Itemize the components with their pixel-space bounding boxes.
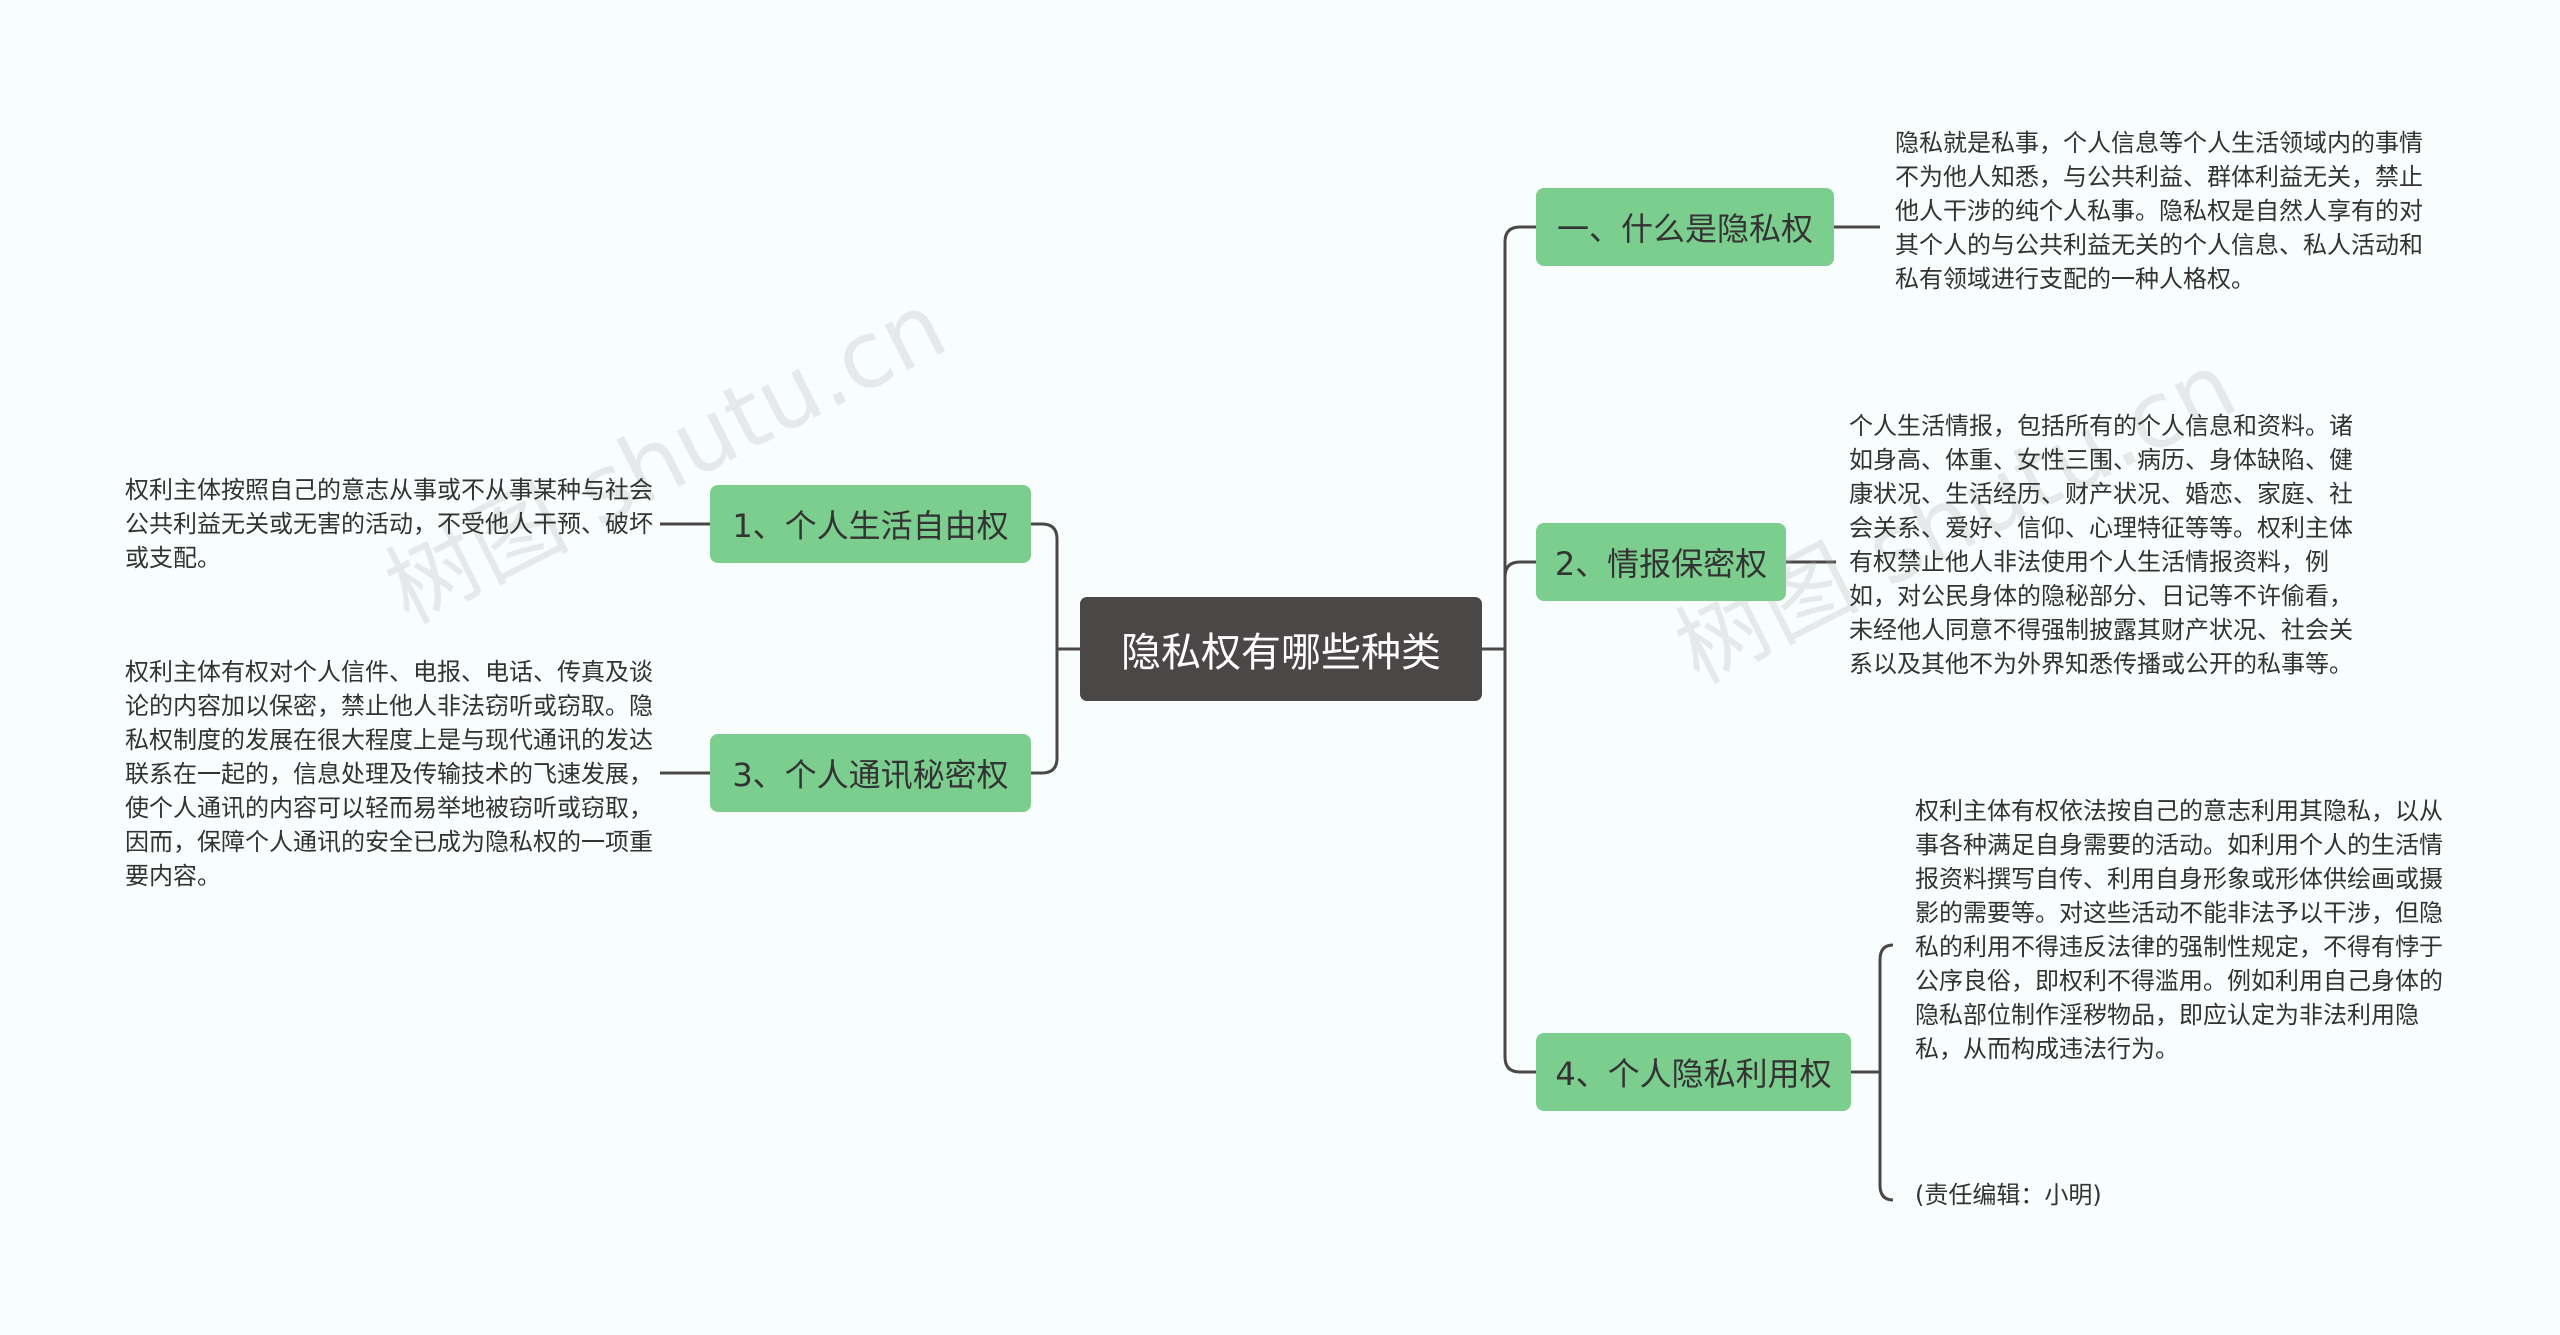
link-root-to-branch-1: [1482, 225, 1536, 651]
root-topic-label: 隐私权有哪些种类: [1121, 630, 1441, 676]
branch-label: 1、个人生活自由权: [732, 507, 1009, 545]
branch-info-confidentiality[interactable]: 2、情报保密权: [1536, 523, 1786, 601]
root-topic-node[interactable]: 隐私权有哪些种类: [1080, 597, 1482, 701]
branch-communication-secrecy[interactable]: 3、个人通讯秘密权: [710, 734, 1031, 812]
leaf-info-confidentiality-text: 个人生活情报，包括所有的个人信息和资料。诸如身高、体重、女性三围、病历、身体缺陷…: [1849, 412, 2353, 678]
link-branch-4-to-leaf-bracket: [1851, 943, 1894, 1202]
link-root-to-branch-2: [1503, 560, 1536, 649]
branch-life-freedom[interactable]: 1、个人生活自由权: [710, 485, 1031, 563]
branch-label: 3、个人通讯秘密权: [732, 756, 1009, 794]
leaf-communication-secrecy-text: 权利主体有权对个人信件、电报、电话、传真及谈论的内容加以保密，禁止他人非法窃听或…: [125, 658, 653, 890]
branch-privacy-use[interactable]: 4、个人隐私利用权: [1536, 1033, 1851, 1111]
leaf-what-is-privacy-text: 隐私就是私事，个人信息等个人生活领域内的事情不为他人知悉，与公共利益、群体利益无…: [1895, 129, 2423, 293]
branch-label: 4、个人隐私利用权: [1555, 1055, 1832, 1093]
leaf-life-freedom-text: 权利主体按照自己的意志从事或不从事某种与社会公共利益无关或无害的活动，不受他人干…: [125, 476, 653, 572]
branch-label: 2、情报保密权: [1554, 545, 1768, 583]
leaf-privacy-use-editor: (责任编辑：小明): [1915, 1181, 2102, 1209]
branch-label: 一、什么是隐私权: [1556, 210, 1813, 248]
link-root-to-branch-left-3: [1031, 649, 1059, 775]
link-root-to-branch-4: [1503, 649, 1536, 1074]
link-root-to-branch-left-1: [1031, 522, 1080, 651]
branch-what-is-privacy[interactable]: 一、什么是隐私权: [1536, 188, 1834, 266]
leaf-privacy-use-text: 权利主体有权依法按自己的意志利用其隐私，以从事各种满足自身需要的活动。如利用个人…: [1915, 797, 2443, 1063]
